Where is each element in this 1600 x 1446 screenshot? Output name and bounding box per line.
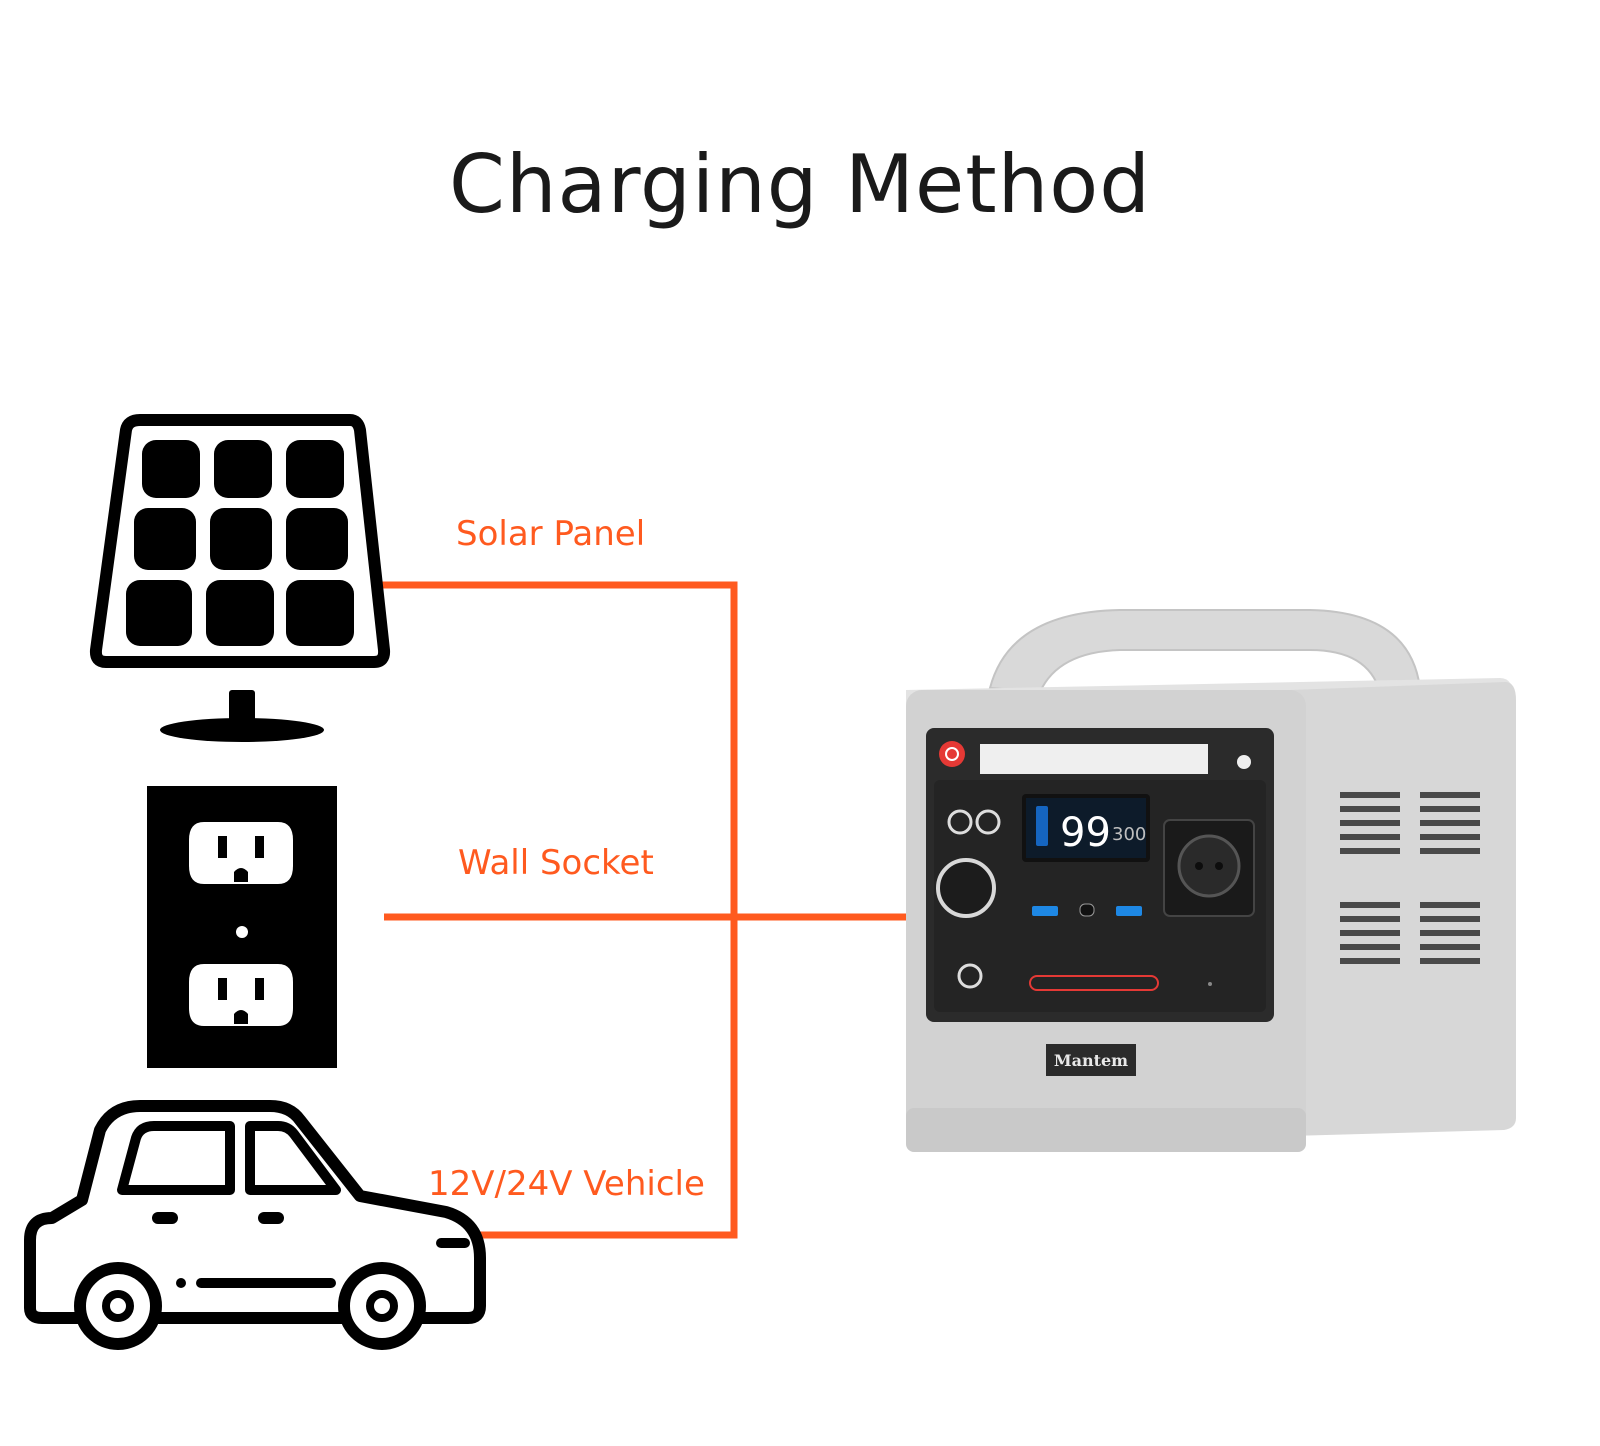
light-icon <box>1237 755 1251 769</box>
wall-socket-label: Wall Socket <box>458 843 654 883</box>
vehicle-label: 12V/24V Vehicle <box>428 1164 705 1204</box>
side-vents <box>1340 792 1480 964</box>
battery-level-icon <box>1036 806 1048 846</box>
connector-lines <box>380 581 906 1239</box>
portable-power-station-icon: 99 300 Mantem <box>906 609 1516 1152</box>
brand-plate <box>1046 1044 1136 1076</box>
brand-name: Mantem <box>1054 1051 1128 1070</box>
car-socket-port <box>936 858 996 918</box>
display-secondary: 300 <box>1112 824 1146 845</box>
car-icon <box>24 1100 486 1350</box>
solar-panel-icon <box>89 414 391 742</box>
display-value: 99 <box>1060 810 1111 856</box>
solar-connector-line <box>380 581 738 1239</box>
solar-panel-label: Solar Panel <box>456 514 645 554</box>
ac-outlet-port <box>1177 834 1241 898</box>
power-button-icon <box>939 741 965 767</box>
wall-outlet-icon <box>147 786 337 1068</box>
page-title: Charging Method <box>448 138 1152 231</box>
